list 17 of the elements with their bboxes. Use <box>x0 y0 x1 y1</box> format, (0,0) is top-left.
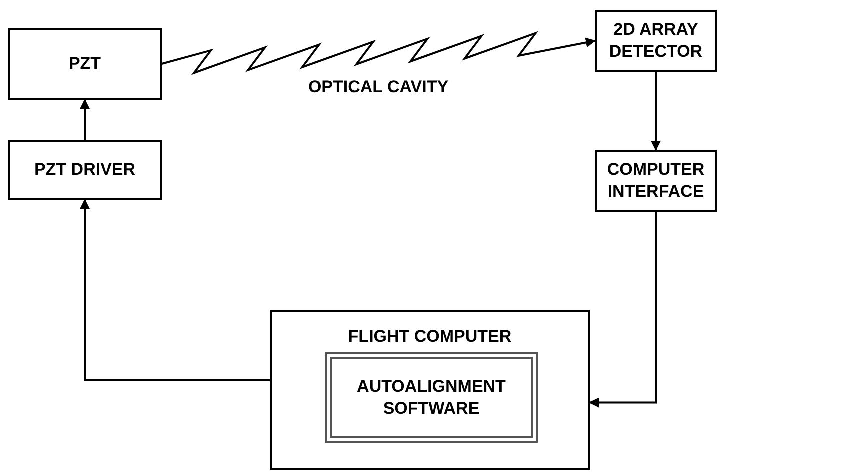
box-label: PZT <box>68 53 102 75</box>
box-label: COMPUTER INTERFACE <box>606 159 706 203</box>
arrow <box>589 212 657 408</box>
arrow <box>651 72 661 151</box>
arrow <box>162 31 596 76</box>
arrow <box>80 199 270 382</box>
process-box <box>8 140 162 200</box>
arrow <box>80 99 90 140</box>
process-box <box>595 150 717 212</box>
process-box <box>595 10 717 72</box>
software-box <box>325 352 538 443</box>
process-box <box>8 28 162 100</box>
box-label: 2D ARRAY DETECTOR <box>608 19 704 63</box>
process-box <box>270 310 590 470</box>
box-heading: FLIGHT COMPUTER <box>347 326 513 348</box>
box-label: PZT DRIVER <box>33 159 137 181</box>
box-label: AUTOALIGNMENT SOFTWARE <box>356 376 507 420</box>
